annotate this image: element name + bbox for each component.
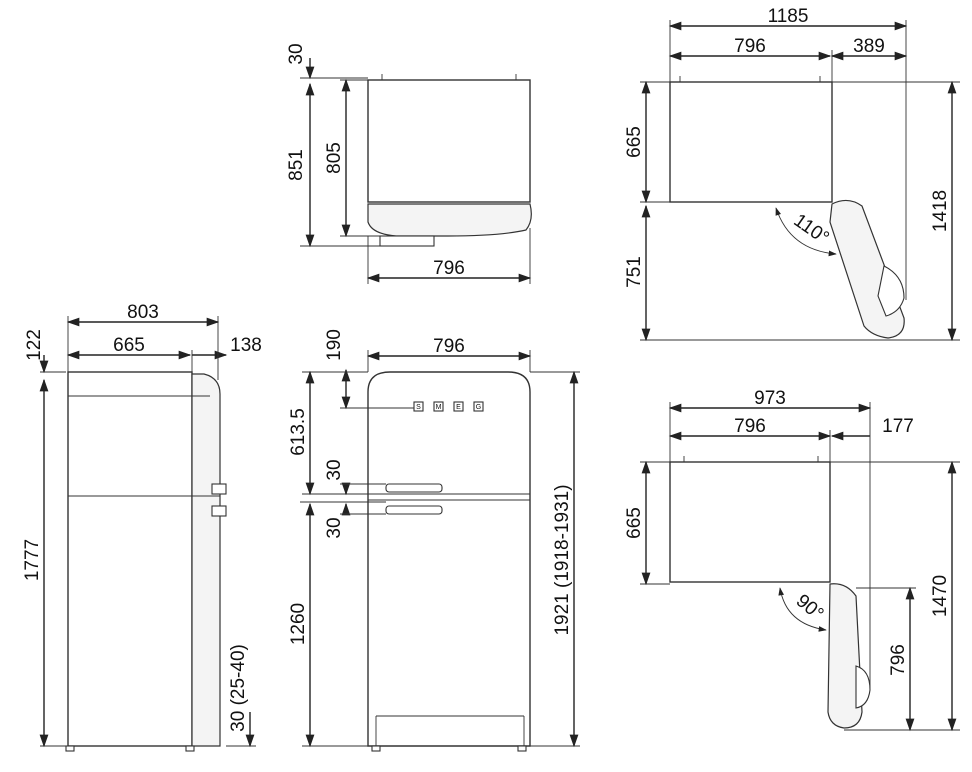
logo-letter-3: E [456,404,461,411]
top-closed-width: 796 [433,258,465,279]
logo-letter-1: S [416,404,421,411]
side-height: 1777 [22,539,43,581]
front-gap-lower: 30 [324,517,345,538]
side-door-depth: 138 [230,335,262,356]
side-view: 803 665 138 122 1777 30 (25-40) [22,302,262,752]
open90-total-depth: 1470 [930,575,951,617]
side-door [191,373,221,747]
open110-body [669,81,833,203]
side-overall-depth: 803 [127,302,159,323]
top-view-closed: 30 851 805 796 [286,43,532,284]
front-width: 796 [433,336,465,357]
open110-angle: 110° [790,210,833,249]
side-handle-lower [211,505,227,517]
open110-total-depth: 1418 [930,190,951,232]
top-closed-body [367,79,531,203]
front-view: S M E G 796 190 613.5 30 30 [288,329,580,752]
top-view-open-90: 90° 973 796 177 665 796 1470 [624,388,960,732]
top-view-open-110: 110° 1185 796 389 665 751 1418 [624,6,960,342]
open90-door [827,583,863,729]
front-gap-upper: 30 [324,459,345,480]
open90-body-width: 796 [734,416,766,437]
open90-angle: 90° [792,591,828,626]
front-top-offset: 190 [324,329,345,361]
open110-door-extension: 389 [853,36,885,57]
open110-door [829,199,905,339]
open110-door-depth: 751 [624,256,645,288]
side-handle-upper [211,483,227,495]
side-foot-height: 30 (25-40) [228,644,249,732]
front-handle-upper [385,483,443,493]
open90-body [669,461,831,583]
open90-door-depth: 796 [888,644,909,676]
top-closed-offset: 30 [286,43,307,64]
open90-body-depth: 665 [624,507,645,539]
open90-door-extension: 177 [882,416,914,437]
front-body [367,371,531,747]
top-closed-depth-body: 805 [324,142,345,174]
front-logo: S M E G [413,401,484,412]
open110-handle [877,265,905,317]
front-lower-section: 1260 [288,603,309,645]
side-body [67,371,193,747]
open110-total-width: 1185 [768,6,809,27]
front-handle-lower [385,505,443,515]
open110-body-width: 796 [734,36,766,57]
side-body-depth: 665 [113,335,145,356]
open90-handle [855,665,871,709]
top-closed-depth-total: 851 [286,149,307,181]
open90-total-width: 973 [754,388,786,409]
top-closed-handle [379,235,435,247]
open110-body-depth: 665 [624,126,645,158]
top-closed-door [367,203,532,237]
side-top-offset: 122 [24,329,45,361]
front-total-height: 1921 (1918-1931) [552,484,573,635]
logo-letter-4: G [476,404,481,411]
logo-letter-2: M [436,404,442,411]
front-logo-height: 613.5 [288,408,309,456]
